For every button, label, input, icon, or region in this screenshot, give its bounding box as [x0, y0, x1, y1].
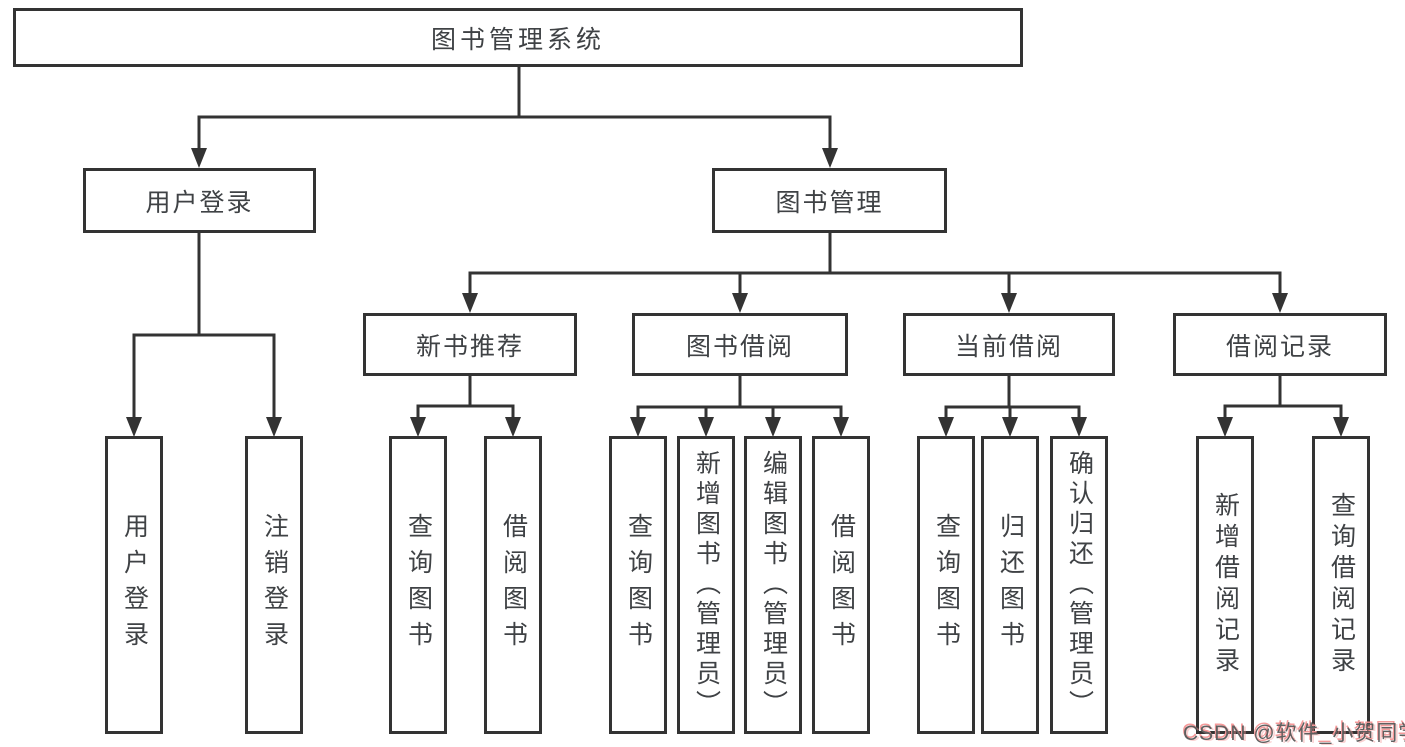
- leaf-label: 注销登录: [260, 513, 289, 657]
- node-borrow-records: 借阅记录: [1173, 313, 1387, 376]
- leaf-records-add-record: 新增借阅记录: [1196, 436, 1254, 734]
- leaf-borrow-borrow-books: 借阅图书: [812, 436, 870, 734]
- leaf-current-return-books: 归还图书: [981, 436, 1039, 734]
- node-label: 图书管理: [775, 188, 884, 217]
- csdn-watermark: CSDN @软件_小贺同学: [1183, 722, 1405, 745]
- leaf-label: 查询图书: [624, 513, 653, 657]
- leaf-label: 新增图书（管理员）: [692, 450, 721, 720]
- leaf-current-query-books: 查询图书: [917, 436, 975, 734]
- node-new-book-recommend: 新书推荐: [363, 313, 577, 376]
- node-label: 图书管理系统: [430, 25, 605, 54]
- leaf-label: 归还图书: [996, 513, 1025, 657]
- leaf-label: 用户登录: [120, 513, 149, 657]
- node-label: 用户登录: [145, 188, 254, 217]
- node-label: 图书借阅: [685, 332, 794, 361]
- node-label: 当前借阅: [954, 332, 1063, 361]
- leaf-current-confirm-return-admin: 确认归还（管理员）: [1050, 436, 1108, 734]
- node-book-borrowing: 图书借阅: [632, 313, 848, 376]
- connector-path: [132, 65, 1343, 423]
- node-user-login: 用户登录: [83, 168, 316, 233]
- leaf-label: 查询借阅记录: [1327, 492, 1356, 678]
- leaf-borrow-edit-books-admin: 编辑图书（管理员）: [744, 436, 802, 734]
- leaf-borrow-add-books-admin: 新增图书（管理员）: [677, 436, 735, 734]
- leaf-logout: 注销登录: [245, 436, 303, 734]
- node-library-system: 图书管理系统: [13, 8, 1023, 67]
- leaf-borrow-query-books: 查询图书: [609, 436, 667, 734]
- leaf-label: 查询图书: [404, 513, 433, 657]
- leaf-label: 借阅图书: [499, 513, 528, 657]
- leaf-label: 新增借阅记录: [1211, 492, 1240, 678]
- leaf-label: 编辑图书（管理员）: [759, 450, 788, 720]
- leaf-recommend-query-books: 查询图书: [389, 436, 447, 734]
- leaf-label: 确认归还（管理员）: [1065, 450, 1094, 720]
- node-book-management: 图书管理: [712, 168, 947, 233]
- leaf-records-query-record: 查询借阅记录: [1312, 436, 1370, 734]
- node-current-borrowing: 当前借阅: [903, 313, 1115, 376]
- leaf-recommend-borrow-books: 借阅图书: [484, 436, 542, 734]
- leaf-login: 用户登录: [105, 436, 163, 734]
- leaf-label: 借阅图书: [827, 513, 856, 657]
- node-label: 新书推荐: [415, 332, 524, 361]
- node-label: 借阅记录: [1225, 332, 1334, 361]
- leaf-label: 查询图书: [932, 513, 961, 657]
